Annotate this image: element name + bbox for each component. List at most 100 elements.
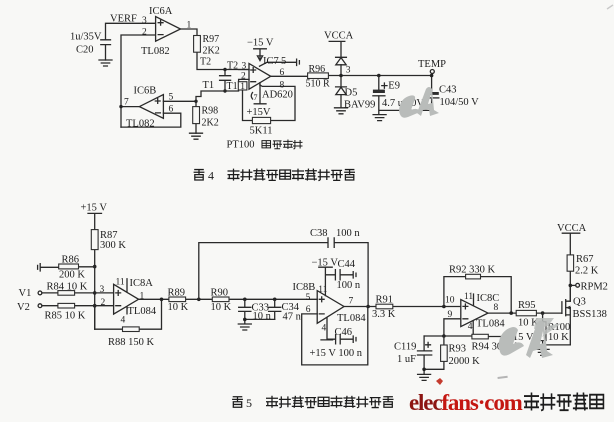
svg-text:−15 V: −15 V bbox=[247, 38, 274, 49]
svg-text:4: 4 bbox=[121, 316, 126, 326]
svg-text:TL084: TL084 bbox=[476, 319, 505, 330]
svg-text:R84 10 K: R84 10 K bbox=[47, 281, 88, 292]
svg-text:C38: C38 bbox=[310, 228, 328, 239]
svg-text:R96: R96 bbox=[309, 64, 326, 75]
svg-text:3: 3 bbox=[242, 62, 247, 72]
svg-text:11: 11 bbox=[116, 277, 125, 287]
svg-text:200 K: 200 K bbox=[59, 270, 85, 281]
svg-text:+15V: +15V bbox=[247, 107, 271, 118]
svg-text:V2: V2 bbox=[17, 302, 30, 313]
svg-text:9: 9 bbox=[448, 310, 453, 320]
svg-text:5: 5 bbox=[246, 396, 252, 410]
svg-text:VCCA: VCCA bbox=[557, 223, 587, 234]
svg-text:100 n: 100 n bbox=[336, 228, 360, 239]
svg-text:2K2: 2K2 bbox=[202, 118, 219, 129]
svg-text:R92 330 K: R92 330 K bbox=[449, 264, 496, 275]
svg-text:VCCA: VCCA bbox=[324, 31, 354, 42]
svg-text:4: 4 bbox=[208, 169, 214, 183]
svg-text:IC6B: IC6B bbox=[134, 86, 157, 97]
svg-text:R97: R97 bbox=[203, 34, 220, 45]
svg-text:R86: R86 bbox=[62, 254, 80, 265]
svg-text:5K11: 5K11 bbox=[250, 126, 273, 137]
svg-text:R93: R93 bbox=[449, 344, 467, 355]
svg-text:T1: T1 bbox=[227, 81, 238, 92]
svg-text:IC8A: IC8A bbox=[130, 278, 154, 289]
svg-text:8: 8 bbox=[280, 81, 285, 91]
svg-text:3: 3 bbox=[346, 66, 351, 76]
svg-text:T2: T2 bbox=[227, 60, 238, 71]
svg-text:−15 V: −15 V bbox=[312, 257, 339, 268]
svg-text:8: 8 bbox=[494, 303, 499, 313]
svg-text:7: 7 bbox=[124, 97, 129, 107]
svg-text:104/50 V: 104/50 V bbox=[440, 97, 480, 108]
svg-text:R87: R87 bbox=[100, 230, 118, 241]
svg-text:510 R: 510 R bbox=[306, 79, 331, 90]
svg-text:R90: R90 bbox=[211, 287, 229, 298]
svg-text:TL084: TL084 bbox=[337, 313, 366, 324]
svg-text:10 K: 10 K bbox=[518, 317, 539, 328]
svg-text:RPM2: RPM2 bbox=[581, 281, 608, 292]
svg-text:10 K: 10 K bbox=[548, 332, 569, 343]
svg-text:300 K: 300 K bbox=[100, 240, 126, 251]
svg-text:5: 5 bbox=[281, 56, 286, 67]
svg-text:10 K: 10 K bbox=[168, 302, 189, 313]
svg-text:T1: T1 bbox=[203, 80, 215, 91]
svg-text:47 n: 47 n bbox=[283, 311, 302, 322]
svg-text:R94 300 K: R94 300 K bbox=[472, 341, 519, 352]
svg-text:10: 10 bbox=[445, 296, 455, 306]
svg-text:IC6A: IC6A bbox=[149, 6, 173, 17]
svg-text:1: 1 bbox=[140, 292, 145, 302]
svg-text:T2: T2 bbox=[200, 56, 211, 67]
svg-text:2K2: 2K2 bbox=[203, 46, 220, 57]
svg-text:1: 1 bbox=[187, 21, 192, 31]
svg-text:100 n: 100 n bbox=[337, 280, 361, 291]
svg-text:E9: E9 bbox=[388, 80, 400, 91]
svg-text:4: 4 bbox=[468, 322, 473, 332]
svg-text:11: 11 bbox=[464, 292, 473, 302]
svg-text:4: 4 bbox=[322, 323, 327, 333]
svg-text:5: 5 bbox=[169, 93, 174, 103]
svg-text:AD620: AD620 bbox=[262, 90, 293, 101]
svg-text:1 uF: 1 uF bbox=[397, 354, 416, 365]
svg-text:1: 1 bbox=[240, 82, 245, 92]
svg-text:R67: R67 bbox=[576, 254, 594, 265]
svg-text:C46: C46 bbox=[335, 327, 353, 338]
svg-text:C33: C33 bbox=[252, 303, 270, 314]
svg-text:VERF: VERF bbox=[110, 14, 137, 25]
svg-text:C119: C119 bbox=[394, 342, 416, 353]
svg-text:R89: R89 bbox=[168, 287, 186, 298]
svg-text:3.3 K: 3.3 K bbox=[372, 309, 396, 320]
svg-text:TL082: TL082 bbox=[126, 118, 155, 129]
svg-text:C34: C34 bbox=[282, 302, 300, 313]
svg-text:TL082: TL082 bbox=[141, 46, 170, 57]
svg-text:R88 150 K: R88 150 K bbox=[108, 337, 155, 348]
svg-text:IC7: IC7 bbox=[263, 56, 279, 67]
svg-text:D5: D5 bbox=[345, 87, 358, 98]
svg-text:10 K: 10 K bbox=[211, 302, 232, 313]
svg-text:6: 6 bbox=[169, 105, 174, 115]
svg-text:+15 V 100 n: +15 V 100 n bbox=[310, 348, 363, 359]
svg-text:IC8C: IC8C bbox=[477, 293, 500, 304]
svg-text:TL084: TL084 bbox=[128, 306, 157, 317]
svg-text:7: 7 bbox=[349, 296, 354, 306]
svg-text:3: 3 bbox=[100, 285, 105, 295]
svg-text:2: 2 bbox=[142, 28, 147, 38]
svg-text:BSS138: BSS138 bbox=[573, 309, 607, 320]
svg-text:R91: R91 bbox=[376, 295, 394, 306]
svg-text:C43: C43 bbox=[439, 85, 457, 96]
svg-text:2: 2 bbox=[101, 298, 106, 308]
svg-text:2: 2 bbox=[241, 71, 246, 81]
svg-text:11: 11 bbox=[318, 285, 327, 295]
svg-text:Q3: Q3 bbox=[573, 297, 586, 308]
svg-text:3: 3 bbox=[142, 16, 147, 26]
svg-text:7: 7 bbox=[254, 93, 258, 102]
svg-text:PT100: PT100 bbox=[227, 139, 255, 150]
svg-text:elecfans·com: elecfans·com bbox=[409, 390, 523, 415]
svg-text:TEMP: TEMP bbox=[418, 59, 446, 70]
svg-text:1u/35V: 1u/35V bbox=[70, 32, 102, 43]
svg-text:R85 10 K: R85 10 K bbox=[45, 311, 86, 322]
svg-text:IC8B: IC8B bbox=[293, 282, 316, 293]
svg-text:5: 5 bbox=[306, 293, 311, 303]
svg-text:V1: V1 bbox=[19, 288, 32, 299]
svg-text:C44: C44 bbox=[338, 259, 356, 270]
